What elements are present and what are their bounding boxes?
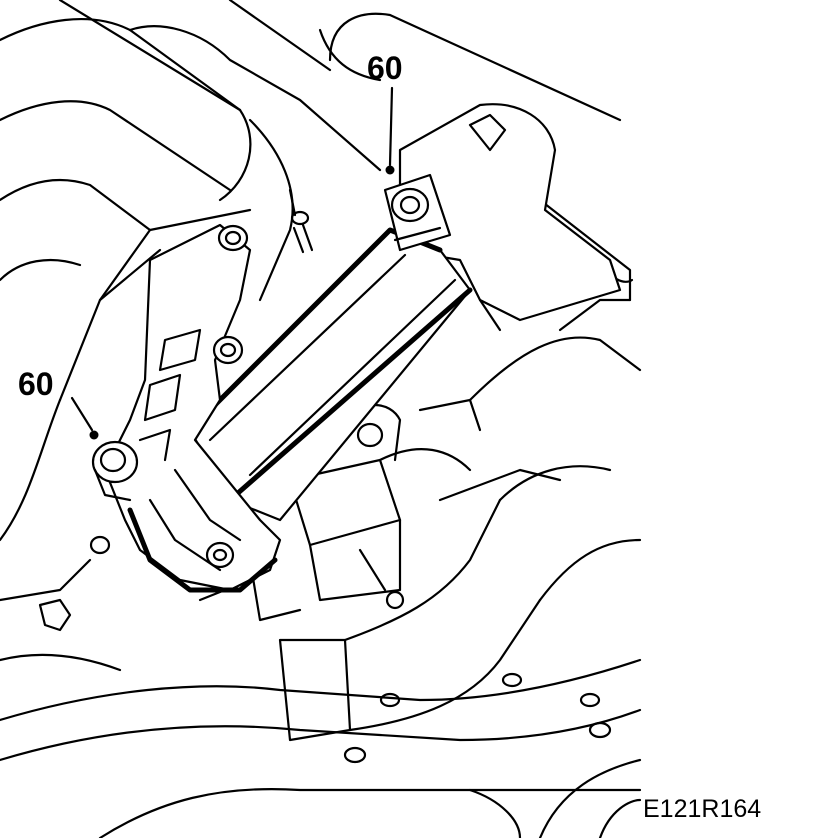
callout-leaders — [70, 86, 395, 440]
bolt-bracket-bottom — [205, 541, 235, 569]
stud-bolt — [288, 188, 314, 254]
bolt-upper-right — [390, 187, 430, 223]
torque-callout-lower: 60 — [18, 366, 54, 402]
bolt-lower-left — [91, 440, 139, 502]
torque-callout-upper: 60 — [367, 50, 403, 86]
bolt-frame — [356, 422, 384, 448]
body-bracket — [398, 103, 622, 332]
bolt-bracket-middle — [212, 335, 244, 365]
leader-dot-upper — [385, 165, 395, 175]
figure-reference: E121R164 — [643, 795, 762, 823]
bolt-lower-edge — [38, 535, 111, 632]
engine-outline — [0, 0, 634, 672]
bolt-bracket-top — [217, 224, 249, 252]
subframe-outline — [0, 298, 642, 838]
mount-bolts — [38, 187, 430, 632]
leader-dot-lower — [89, 430, 99, 440]
